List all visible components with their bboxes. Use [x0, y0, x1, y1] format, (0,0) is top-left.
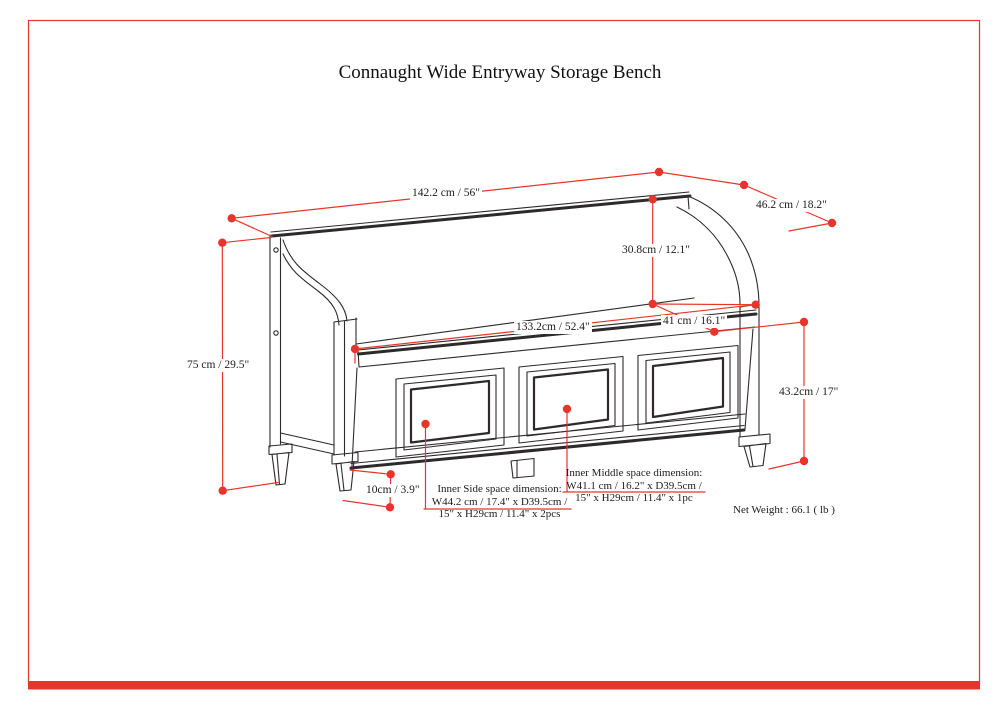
- inner-side-line2: W44.2 cm / 17.4" x D39.5cm /: [431, 495, 568, 508]
- dimension-endpoint-dot: [799, 456, 809, 466]
- cabinet-bottom-thin: [350, 424, 745, 465]
- dimension-endpoint-dot: [648, 195, 657, 204]
- door-right-outer: [637, 344, 739, 431]
- dimension-endpoint-dot: [218, 238, 227, 247]
- door-middle-panel: [532, 368, 610, 431]
- cabinet-right-edge: [744, 328, 754, 430]
- right-foot: [738, 433, 771, 468]
- dimension-endpoint-dot: [751, 300, 760, 309]
- rear-left-foot: [268, 443, 293, 486]
- dim-label-leg-height: 10cm / 3.9": [364, 484, 422, 497]
- right-arm-inner-curve: [676, 206, 741, 305]
- inner-middle-annotation: Inner Middle space dimension: W41.1 cm /…: [560, 467, 708, 505]
- inner-side-annotation: Inner Side space dimension: W44.2 cm / 1…: [422, 483, 577, 521]
- dimension-endpoint-dot: [654, 167, 664, 177]
- inner-middle-line3: 15" x H29cm / 11.4" x 1pc: [575, 492, 693, 504]
- cabinet-bottom-thick: [349, 428, 746, 470]
- backrest-top-edge-thick: [270, 194, 692, 238]
- right-arm-outer-curve: [687, 195, 760, 307]
- door-right-mid: [645, 351, 731, 424]
- door-right-panel: [651, 356, 725, 419]
- door-left-mid: [403, 374, 497, 451]
- dimension-endpoint-dot: [227, 214, 236, 223]
- door-left-panel: [409, 379, 491, 444]
- inner-middle-line2: W41.1 cm / 16.2" x D39.5cm /: [566, 479, 702, 492]
- front-left-foot: [331, 451, 359, 492]
- dimension-endpoint-dot: [739, 180, 749, 190]
- dim-label-seat-height: 43.2cm / 17": [777, 386, 841, 399]
- center-foot: [510, 457, 535, 479]
- left-rear-post: [269, 234, 282, 448]
- dim-label-seat-inner-width: 133.2cm / 52.4": [514, 321, 592, 334]
- door-middle-mid: [526, 362, 616, 437]
- frame-bottom-bar: [28, 681, 980, 690]
- leader-inner-side: [423, 423, 572, 510]
- leader-inner-middle: [562, 408, 706, 493]
- dimension-endpoint-dot: [710, 327, 719, 336]
- seat-front-rail-bottom: [357, 326, 756, 368]
- post-hole: [273, 330, 279, 336]
- cabinet-left-edge: [351, 367, 358, 467]
- door-middle-outer: [518, 355, 624, 444]
- door-left-outer: [395, 367, 505, 458]
- inner-side-line3: 15" x H29cm / 11.4" x 2pcs: [438, 508, 561, 520]
- dimension-endpoint-dot: [386, 470, 395, 479]
- left-front-post: [333, 317, 357, 457]
- inner-side-line1: Inner Side space dimension:: [437, 483, 562, 495]
- bench-drawing: [268, 191, 771, 492]
- inner-middle-line1: Inner Middle space dimension:: [565, 467, 703, 479]
- left-side-rail: [279, 432, 335, 455]
- dimension-dots: [218, 167, 837, 512]
- dimension-endpoint-dot: [648, 299, 657, 309]
- dim-label-overall-width: 142.2 cm / 56": [410, 187, 482, 200]
- left-arm-joint: [333, 318, 358, 323]
- net-weight-label: Net Weight : 66.1 ( lb ): [733, 504, 835, 516]
- dimension-endpoint-dot: [350, 344, 360, 354]
- dim-label-seat-depth: 41 cm / 16.1": [661, 315, 728, 328]
- left-arm-outer-curve: [282, 239, 348, 322]
- post-hole: [273, 247, 279, 253]
- dimension-endpoint-dot: [562, 404, 572, 414]
- page-border-frame: [27, 19, 981, 690]
- left-arm-inner-curve: [282, 253, 340, 326]
- dimension-endpoint-dot: [218, 486, 227, 495]
- dim-label-overall-height: 75 cm / 29.5": [185, 359, 252, 372]
- dimension-endpoint-dot: [421, 419, 430, 429]
- page-title: Connaught Wide Entryway Storage Bench: [338, 62, 662, 83]
- dimension-endpoint-dot: [799, 317, 809, 327]
- backrest-top-edge: [270, 191, 690, 233]
- backrest-right-edge: [687, 195, 690, 210]
- dim-label-overall-depth: 46.2 cm / 18.2": [754, 199, 829, 212]
- dimension-endpoint-dot: [827, 218, 837, 228]
- dim-label-backrest-height: 30.8cm / 12.1": [620, 244, 692, 257]
- dimension-endpoint-dot: [385, 503, 395, 512]
